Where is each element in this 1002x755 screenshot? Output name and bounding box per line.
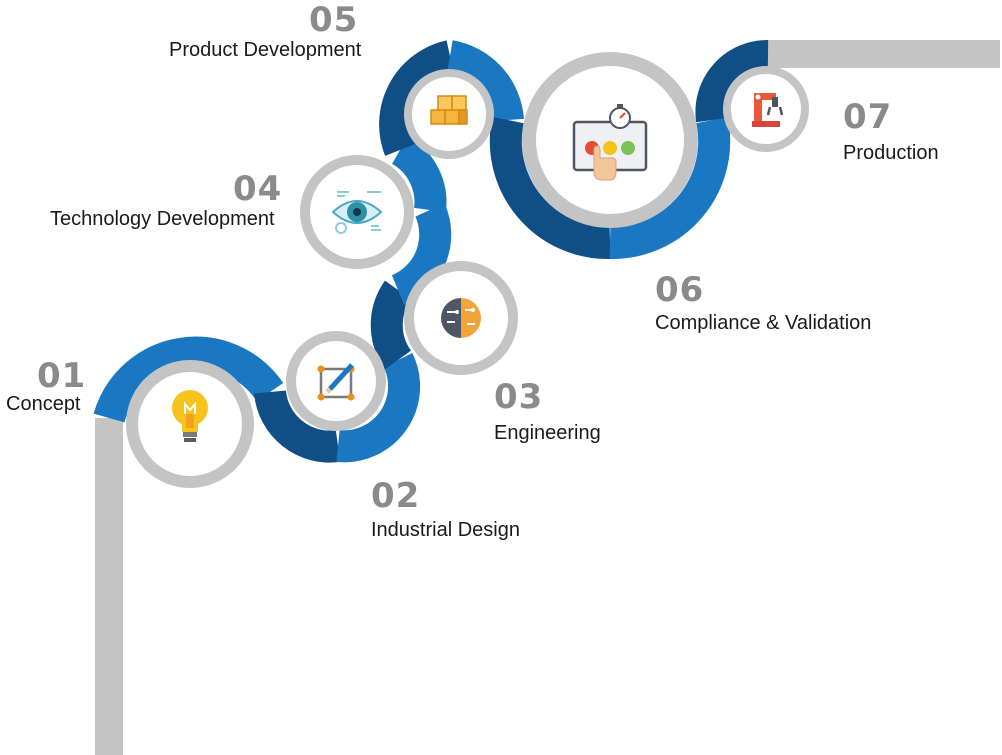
step-label-03: Engineering <box>494 422 601 444</box>
step-label-02: Industrial Design <box>371 519 520 541</box>
step-number-06: 06 <box>655 270 705 310</box>
step-number-04: 04 <box>233 169 283 209</box>
step-number-02: 02 <box>371 476 421 516</box>
step-label-04: Technology Development <box>50 208 275 230</box>
lightbulb-icon <box>172 390 208 442</box>
step-number-07: 07 <box>843 97 893 137</box>
step-number-05: 05 <box>309 0 359 40</box>
validation-panel-icon <box>572 104 648 181</box>
start-track <box>95 418 123 755</box>
step-label-07: Production <box>843 142 939 164</box>
step-label-05: Product Development <box>169 39 362 61</box>
ring-07 <box>723 66 809 152</box>
eye-tech-icon <box>331 191 383 234</box>
step-label-01: Concept <box>6 393 81 415</box>
winding-path <box>93 39 769 463</box>
end-track <box>768 40 1000 68</box>
step-label-06: Compliance & Validation <box>655 312 872 334</box>
brain-circuit-icon <box>441 298 481 338</box>
product-cubes-icon <box>430 95 468 125</box>
robotic-arm-icon <box>752 93 784 127</box>
design-sketch-icon <box>317 363 355 401</box>
step-number-01: 01 <box>37 356 87 396</box>
step-number-03: 03 <box>494 377 544 417</box>
